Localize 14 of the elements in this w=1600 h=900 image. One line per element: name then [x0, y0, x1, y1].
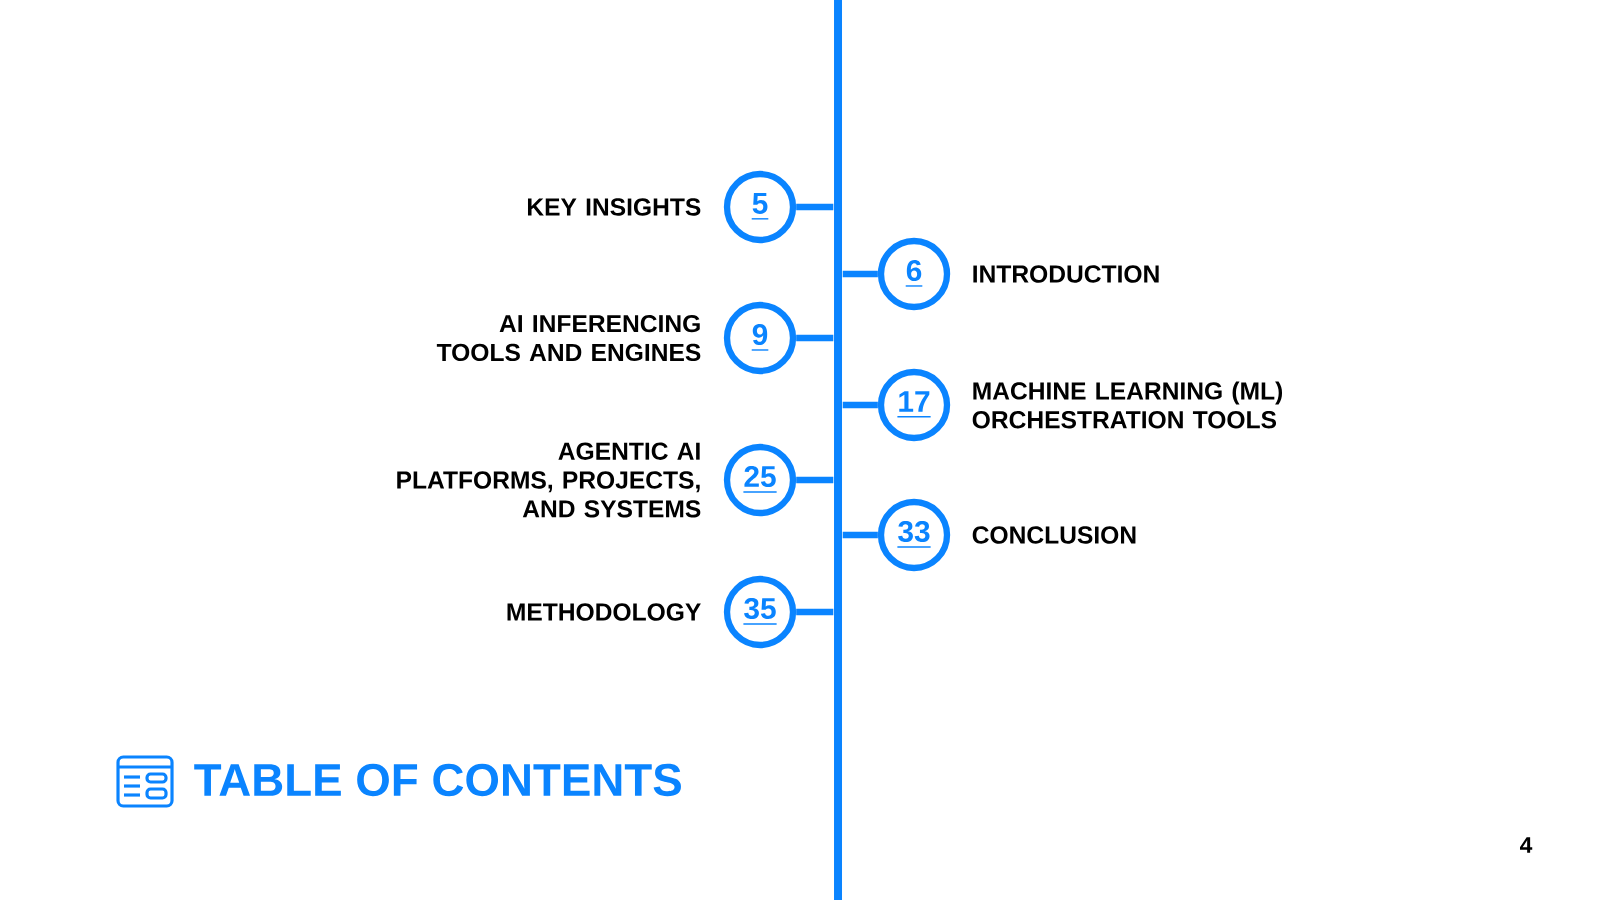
section-title: AI INFERENCING TOOLS AND ENGINES — [436, 314, 701, 362]
section-title: CONCLUSION — [972, 526, 1136, 544]
section-title: INTRODUCTION — [973, 265, 1159, 283]
section-title: METHODOLOGY — [507, 603, 701, 621]
section-title: AGENTIC AI PLATFORMS, PROJECTS, AND SYSTEMS — [397, 442, 701, 518]
section-title: KEY INSIGHTS — [528, 198, 701, 216]
connector-line — [796, 203, 834, 211]
timeline-bar — [834, 0, 842, 900]
section-title: MACHINE LEARNING (ML) ORCHESTRATION TOOLS — [972, 381, 1283, 429]
connector-line — [796, 476, 834, 484]
page-title: TABLE OF CONTENTS — [194, 763, 681, 797]
page-number: 4 — [1520, 837, 1533, 853]
connector-line — [796, 334, 834, 342]
connector-line — [796, 608, 834, 616]
